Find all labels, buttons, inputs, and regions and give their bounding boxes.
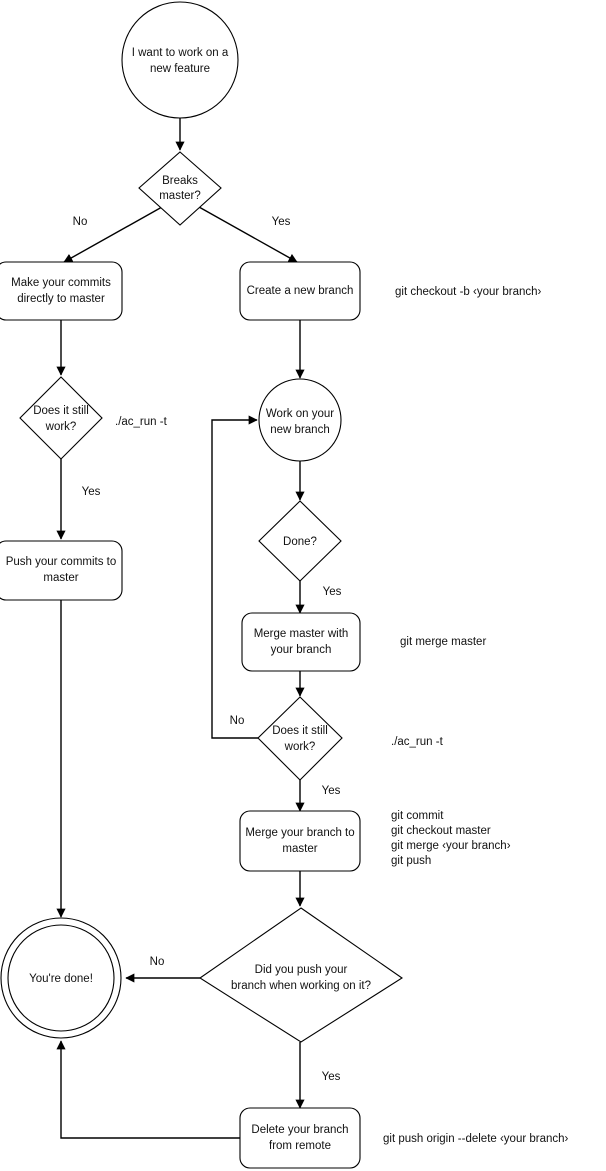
- edge-label-works-right-no: No: [230, 715, 245, 727]
- node-merge-to-master-label-1: Merge your branch to: [245, 827, 354, 839]
- node-work-branch: Work on your new branch: [258, 378, 342, 462]
- annotation-create-branch-cmd: git checkout -b ‹your branch›: [395, 286, 542, 298]
- node-delete-branch-label-2: from remote: [269, 1140, 331, 1152]
- node-work-branch-label-2: new branch: [270, 424, 329, 436]
- node-breaks-master-label-1: Breaks: [162, 175, 198, 187]
- edge-breaks-no: [63, 206, 163, 263]
- node-commit-direct: Make your commits directly to master: [0, 261, 123, 321]
- node-breaks-master-label-2: master?: [159, 190, 201, 202]
- node-works-right: Does it still work?: [257, 696, 343, 781]
- node-start-label-1: I want to work on a: [132, 47, 229, 59]
- node-works-right-label-1: Does it still: [272, 725, 328, 737]
- edge-delete-to-end: [56, 1040, 240, 1139]
- edge-label-done-yes: Yes: [323, 586, 342, 598]
- annotation-merge-to-master-cmd-2: git checkout master: [391, 825, 491, 837]
- annotation-merge-to-master-cmd-4: git push: [391, 855, 431, 867]
- node-create-branch-label-1: Create a new branch: [247, 285, 354, 297]
- node-delete-branch: Delete your branch from remote: [239, 1107, 361, 1169]
- node-merge-master-in-label-1: Merge master with: [254, 628, 349, 640]
- edge-breaks-yes: [198, 206, 298, 263]
- node-works-left: Does it still work?: [19, 376, 103, 460]
- node-breaks-master: Breaks master?: [138, 151, 222, 226]
- edge-label-did-push-no: No: [150, 956, 165, 968]
- node-work-branch-label-1: Work on your: [266, 408, 334, 420]
- edge-label-works-right-yes: Yes: [322, 785, 341, 797]
- edge-label-did-push-yes: Yes: [322, 1071, 341, 1083]
- annotation-merge-master-cmd: git merge master: [400, 636, 486, 648]
- annotation-merge-to-master-cmd-1: git commit: [391, 810, 444, 822]
- node-end-label: You're done!: [29, 973, 93, 985]
- node-did-push-label-1: Did you push your: [255, 964, 348, 976]
- annotation-works-left-cmd: ./ac_run -t: [115, 416, 168, 428]
- annotation-works-right-cmd: ./ac_run -t: [391, 736, 444, 748]
- edge-label-breaks-no: No: [73, 216, 88, 228]
- node-did-push: Did you push your branch when working on…: [199, 907, 403, 1043]
- node-push-master-label-1: Push your commits to: [6, 556, 117, 568]
- node-push-master: Push your commits to master: [0, 540, 123, 601]
- node-start: I want to work on a new feature: [121, 1, 239, 119]
- node-works-left-label-1: Does it still: [33, 405, 89, 417]
- node-merge-to-master: Merge your branch to master: [239, 810, 361, 872]
- node-end: You're done!: [0, 917, 122, 1039]
- annotation-merge-to-master-cmd-3: git merge ‹your branch›: [391, 840, 511, 852]
- node-works-left-label-2: work?: [45, 421, 77, 433]
- edge-label-breaks-yes: Yes: [272, 216, 291, 228]
- node-merge-master-in: Merge master with your branch: [241, 612, 361, 672]
- node-merge-to-master-label-2: master: [282, 843, 317, 855]
- edge-works-right-no-loop: [211, 415, 258, 739]
- node-did-push-label-2: branch when working on it?: [231, 980, 371, 992]
- node-done-question-label-1: Done?: [283, 536, 317, 548]
- node-commit-direct-label-1: Make your commits: [11, 277, 111, 289]
- node-create-branch: Create a new branch: [239, 261, 361, 321]
- node-delete-branch-label-1: Delete your branch: [251, 1124, 348, 1136]
- node-commit-direct-label-2: directly to master: [17, 293, 105, 305]
- node-start-label-2: new feature: [150, 63, 210, 75]
- annotation-delete-branch-cmd: git push origin --delete ‹your branch›: [383, 1133, 569, 1145]
- node-works-right-label-2: work?: [284, 741, 316, 753]
- node-done-question: Done?: [258, 500, 342, 582]
- node-merge-master-in-label-2: your branch: [271, 644, 332, 656]
- node-push-master-label-2: master: [43, 572, 78, 584]
- edge-label-works-left-yes: Yes: [82, 486, 101, 498]
